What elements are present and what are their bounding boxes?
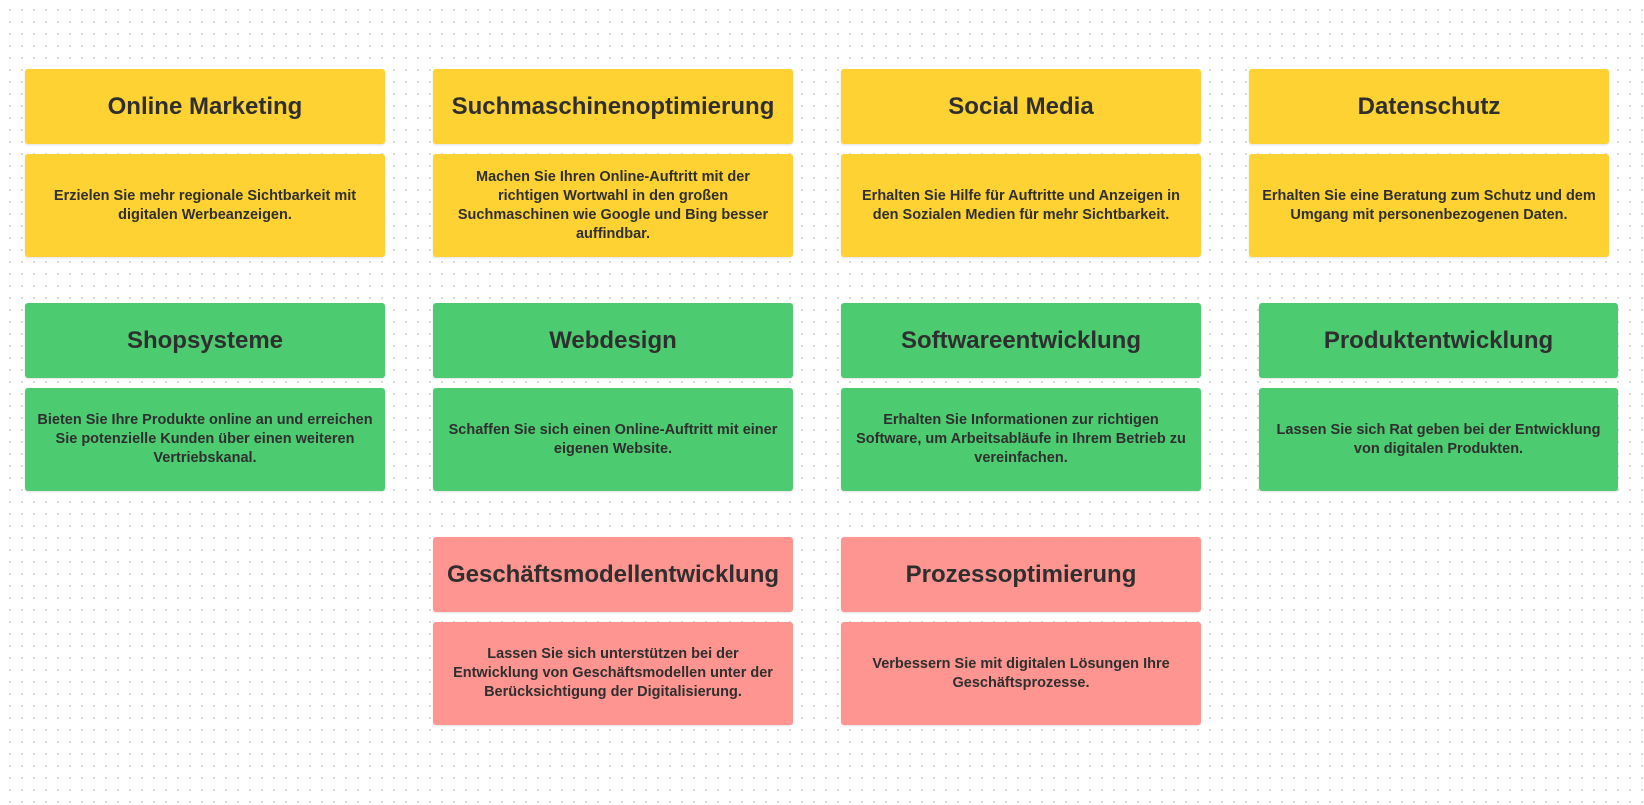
webdesign-title-text: Webdesign xyxy=(549,326,677,354)
online-marketing-title-text: Online Marketing xyxy=(107,92,303,120)
geschaeftsmodellentwicklung-title[interactable]: Geschäftsmodellentwicklung xyxy=(433,537,793,612)
webdesign-title[interactable]: Webdesign xyxy=(433,303,793,378)
softwareentwicklung-title[interactable]: Softwareentwicklung xyxy=(841,303,1201,378)
datenschutz-title[interactable]: Datenschutz xyxy=(1249,69,1609,144)
produktentwicklung-title-text: Produktentwicklung xyxy=(1323,326,1554,354)
social-media-title-text: Social Media xyxy=(948,92,1094,120)
prozessoptimierung-description[interactable]: Verbessern Sie mit digitalen Lösungen Ih… xyxy=(841,622,1201,725)
shopsysteme-title-text: Shopsysteme xyxy=(126,326,284,354)
datenschutz-description-text: Erhalten Sie eine Beratung zum Schutz un… xyxy=(1262,187,1596,223)
online-marketing-description[interactable]: Erzielen Sie mehr regionale Sichtbarkeit… xyxy=(25,154,385,257)
produktentwicklung-description-text: Lassen Sie sich Rat geben bei der Entwic… xyxy=(1276,421,1601,457)
online-marketing-title[interactable]: Online Marketing xyxy=(25,69,385,144)
softwareentwicklung-description[interactable]: Erhalten Sie Informationen zur richtigen… xyxy=(841,388,1201,491)
shopsysteme-description[interactable]: Bieten Sie Ihre Produkte online an und e… xyxy=(25,388,385,491)
social-media-title[interactable]: Social Media xyxy=(841,69,1201,144)
geschaeftsmodellentwicklung-description-text: Lassen Sie sich unterstützen bei der Ent… xyxy=(453,646,773,700)
softwareentwicklung-title-text: Softwareentwicklung xyxy=(900,326,1142,354)
prozessoptimierung-title-text: Prozessoptimierung xyxy=(905,560,1137,588)
seo-description-text: Machen Sie Ihren Online-Auftritt mit der… xyxy=(457,168,769,242)
seo-title-text: Suchmaschinenoptimierung xyxy=(451,92,775,120)
webdesign-description-text: Schaffen Sie sich einen Online-Auftritt … xyxy=(448,421,778,457)
prozessoptimierung-description-text: Verbessern Sie mit digitalen Lösungen Ih… xyxy=(872,655,1170,691)
seo-title[interactable]: Suchmaschinenoptimierung xyxy=(433,69,793,144)
geschaeftsmodellentwicklung-title-text: Geschäftsmodellentwicklung xyxy=(446,560,780,588)
shopsysteme-description-text: Bieten Sie Ihre Produkte online an und e… xyxy=(37,412,373,466)
geschaeftsmodellentwicklung-description[interactable]: Lassen Sie sich unterstützen bei der Ent… xyxy=(433,622,793,725)
produktentwicklung-description[interactable]: Lassen Sie sich Rat geben bei der Entwic… xyxy=(1259,388,1618,491)
social-media-description-text: Erhalten Sie Hilfe für Auftritte und Anz… xyxy=(862,187,1180,223)
shopsysteme-title[interactable]: Shopsysteme xyxy=(25,303,385,378)
softwareentwicklung-description-text: Erhalten Sie Informationen zur richtigen… xyxy=(856,412,1186,466)
webdesign-description[interactable]: Schaffen Sie sich einen Online-Auftritt … xyxy=(433,388,793,491)
datenschutz-description[interactable]: Erhalten Sie eine Beratung zum Schutz un… xyxy=(1249,154,1609,257)
seo-description[interactable]: Machen Sie Ihren Online-Auftritt mit der… xyxy=(433,154,793,257)
produktentwicklung-title[interactable]: Produktentwicklung xyxy=(1259,303,1618,378)
prozessoptimierung-title[interactable]: Prozessoptimierung xyxy=(841,537,1201,612)
datenschutz-title-text: Datenschutz xyxy=(1357,92,1501,120)
social-media-description[interactable]: Erhalten Sie Hilfe für Auftritte und Anz… xyxy=(841,154,1201,257)
online-marketing-description-text: Erzielen Sie mehr regionale Sichtbarkeit… xyxy=(53,187,357,223)
